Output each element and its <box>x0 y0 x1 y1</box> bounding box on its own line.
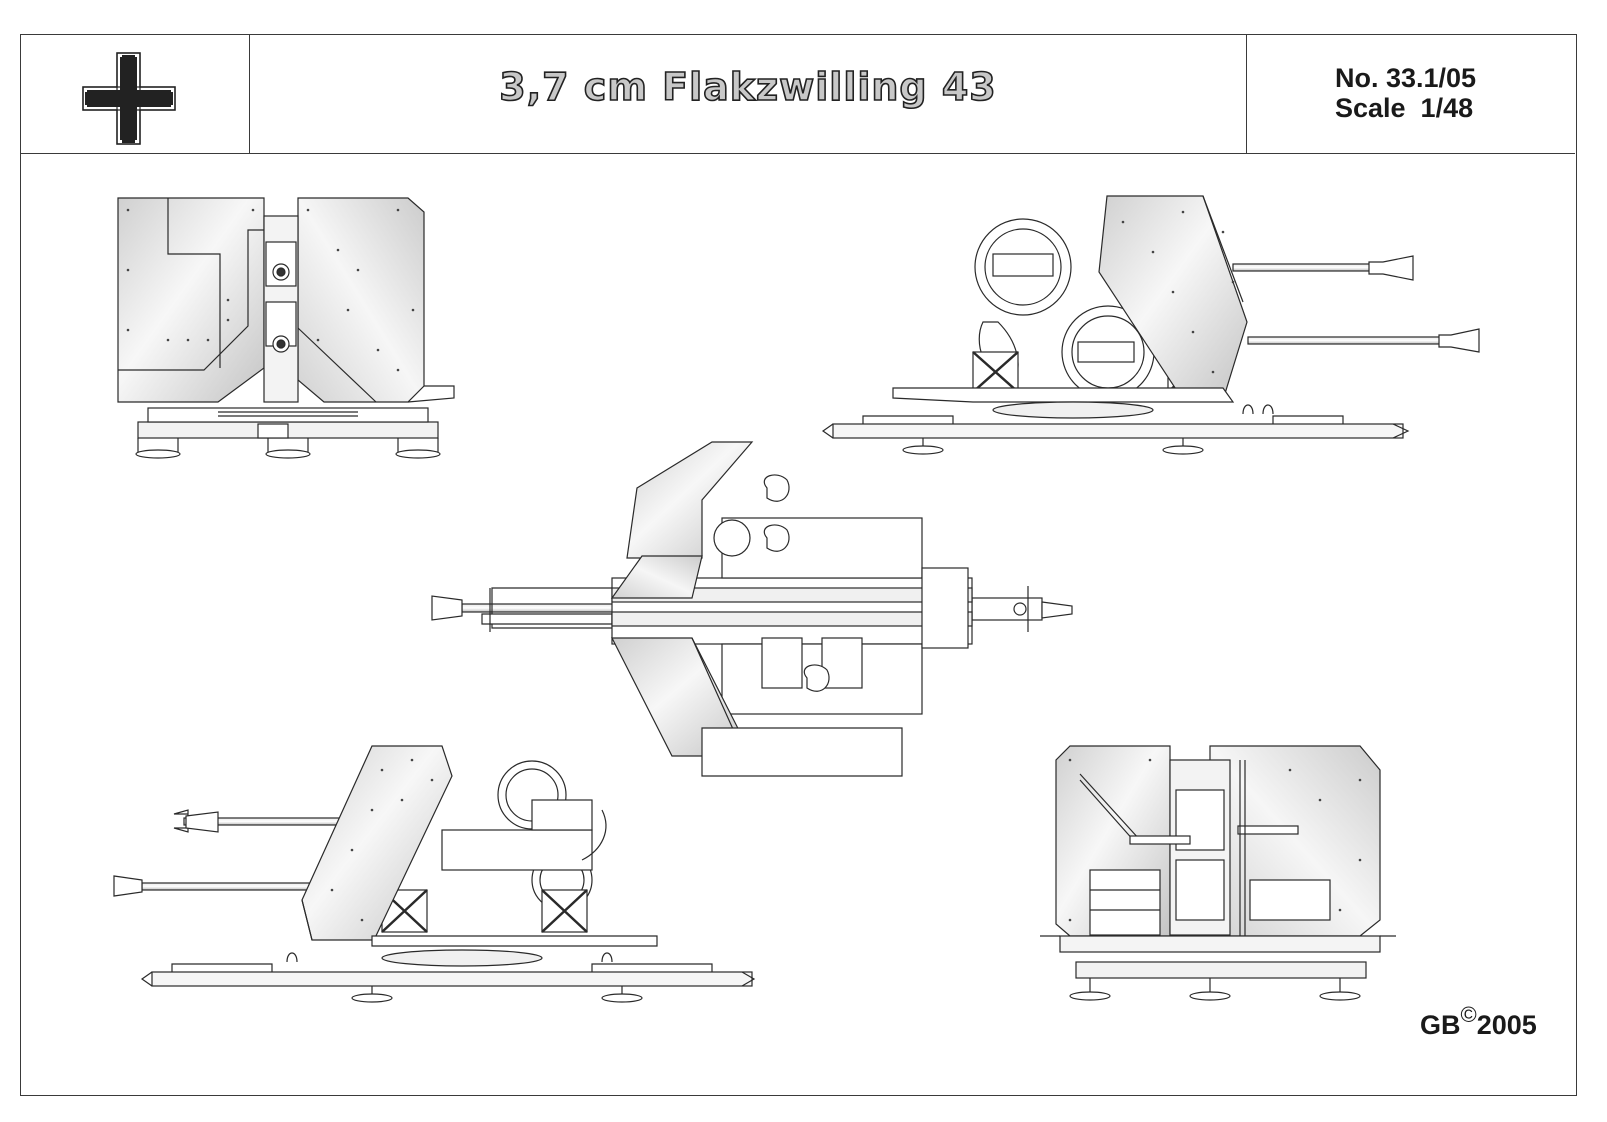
emblem-cell <box>21 35 250 153</box>
rear-view-drawing <box>1040 745 1396 1001</box>
info-cell: No. 33.1/05 Scale 1/48 <box>1247 35 1575 153</box>
drawing-number: No. 33.1/05 <box>1335 63 1477 93</box>
drawing-sheet: 3,7 cm Flakzwilling 43 No. 33.1/05 Scale… <box>20 34 1577 1096</box>
balkenkreuz-icon <box>82 52 176 145</box>
copyright-symbol: © <box>1460 1002 1477 1027</box>
drawing-scale: Scale 1/48 <box>1335 93 1474 123</box>
title-cell: 3,7 cm Flakzwilling 43 <box>250 35 1247 153</box>
title-block: 3,7 cm Flakzwilling 43 No. 33.1/05 Scale… <box>21 35 1575 154</box>
right-side-view-drawing <box>821 195 1480 455</box>
front-view-drawing <box>117 197 455 459</box>
drawing-title: 3,7 cm Flakzwilling 43 <box>498 64 997 110</box>
author-initials: GB <box>1420 1010 1461 1040</box>
top-view-drawing <box>431 441 1073 777</box>
copyright-year: 2005 <box>1476 1010 1537 1040</box>
copyright-notice: GB©2005 <box>1420 1002 1537 1041</box>
left-side-view-drawing <box>113 745 756 1003</box>
